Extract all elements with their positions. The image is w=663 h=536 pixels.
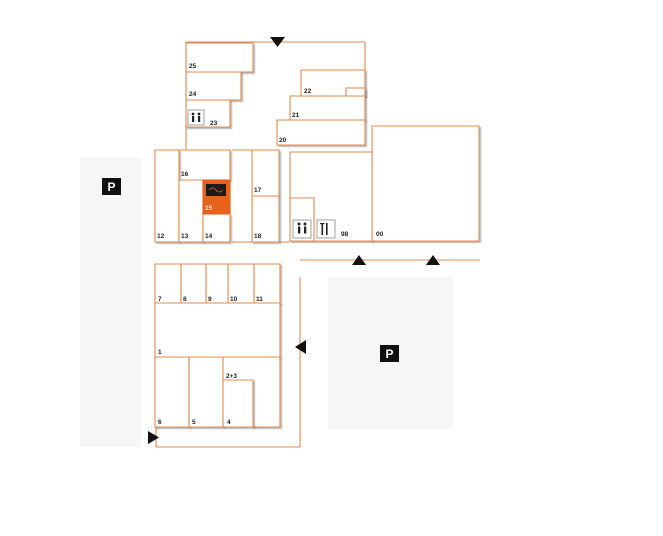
unit-label-7: 7: [158, 296, 162, 303]
parking-sign-east: P: [380, 345, 399, 362]
unit-18[interactable]: [251, 195, 280, 243]
store-logo-15: [206, 184, 226, 196]
parking-area-west: [80, 158, 141, 447]
unit-12[interactable]: [154, 149, 180, 243]
unit-label-14: 14: [205, 233, 213, 240]
unit-label-8: 8: [183, 296, 187, 303]
unit-label-9: 9: [208, 296, 212, 303]
unit-label-98: 98: [341, 231, 349, 238]
unit-21[interactable]: [289, 95, 366, 121]
restroom-east[interactable]: [292, 219, 312, 239]
unit-22-b: [345, 87, 366, 97]
restaurant-icon: [321, 223, 324, 235]
unit-label-22: 22: [304, 88, 312, 95]
unit-label-18: 18: [254, 233, 262, 240]
unit-24[interactable]: [185, 71, 242, 101]
unit-20[interactable]: [276, 119, 366, 146]
unit-label-12: 12: [157, 233, 165, 240]
unit-1[interactable]: [154, 302, 281, 358]
unit-label-16: 16: [181, 171, 189, 178]
unit-label-11: 11: [256, 296, 263, 303]
parking-label: P: [107, 180, 115, 194]
unit-5[interactable]: [188, 356, 224, 428]
unit-25[interactable]: [185, 42, 254, 73]
unit-6[interactable]: [154, 356, 190, 428]
unit-label-10: 10: [230, 296, 238, 303]
unit-label-2-3: 2+3: [226, 373, 237, 380]
unit-label-5: 5: [192, 419, 196, 426]
unit-label-13: 13: [181, 233, 189, 240]
restaurant-east[interactable]: [316, 219, 336, 239]
parking-label: P: [385, 347, 393, 361]
unit-label-1: 1: [158, 349, 162, 356]
entrance-arrow-icon-east-2[interactable]: [426, 255, 440, 265]
unit-label-20: 20: [279, 137, 287, 144]
unit-label-24: 24: [189, 91, 197, 98]
unit-label-6: 6: [158, 419, 162, 426]
unit-label-23: 23: [210, 120, 218, 127]
unit-label-17: 17: [254, 187, 262, 194]
unit-4[interactable]: [222, 379, 254, 428]
restroom-icon: [297, 222, 301, 226]
entrance-arrow-icon-north[interactable]: [270, 37, 285, 47]
unit-label-00: 00: [376, 231, 384, 238]
unit-label-21: 21: [292, 112, 300, 119]
parking-sign-west: P: [102, 178, 121, 195]
entrance-arrow-icon-east-1[interactable]: [352, 255, 366, 265]
restroom-icon: [191, 112, 195, 116]
entrance-arrow-icon-south[interactable]: [148, 431, 159, 444]
unit-label-25: 25: [189, 63, 197, 70]
unit-00[interactable]: [371, 125, 480, 242]
unit-label-4: 4: [227, 419, 231, 426]
restroom-north[interactable]: [187, 109, 205, 126]
entrance-arrow-icon-west[interactable]: [295, 340, 306, 354]
unit-label-15: 15: [205, 205, 213, 212]
